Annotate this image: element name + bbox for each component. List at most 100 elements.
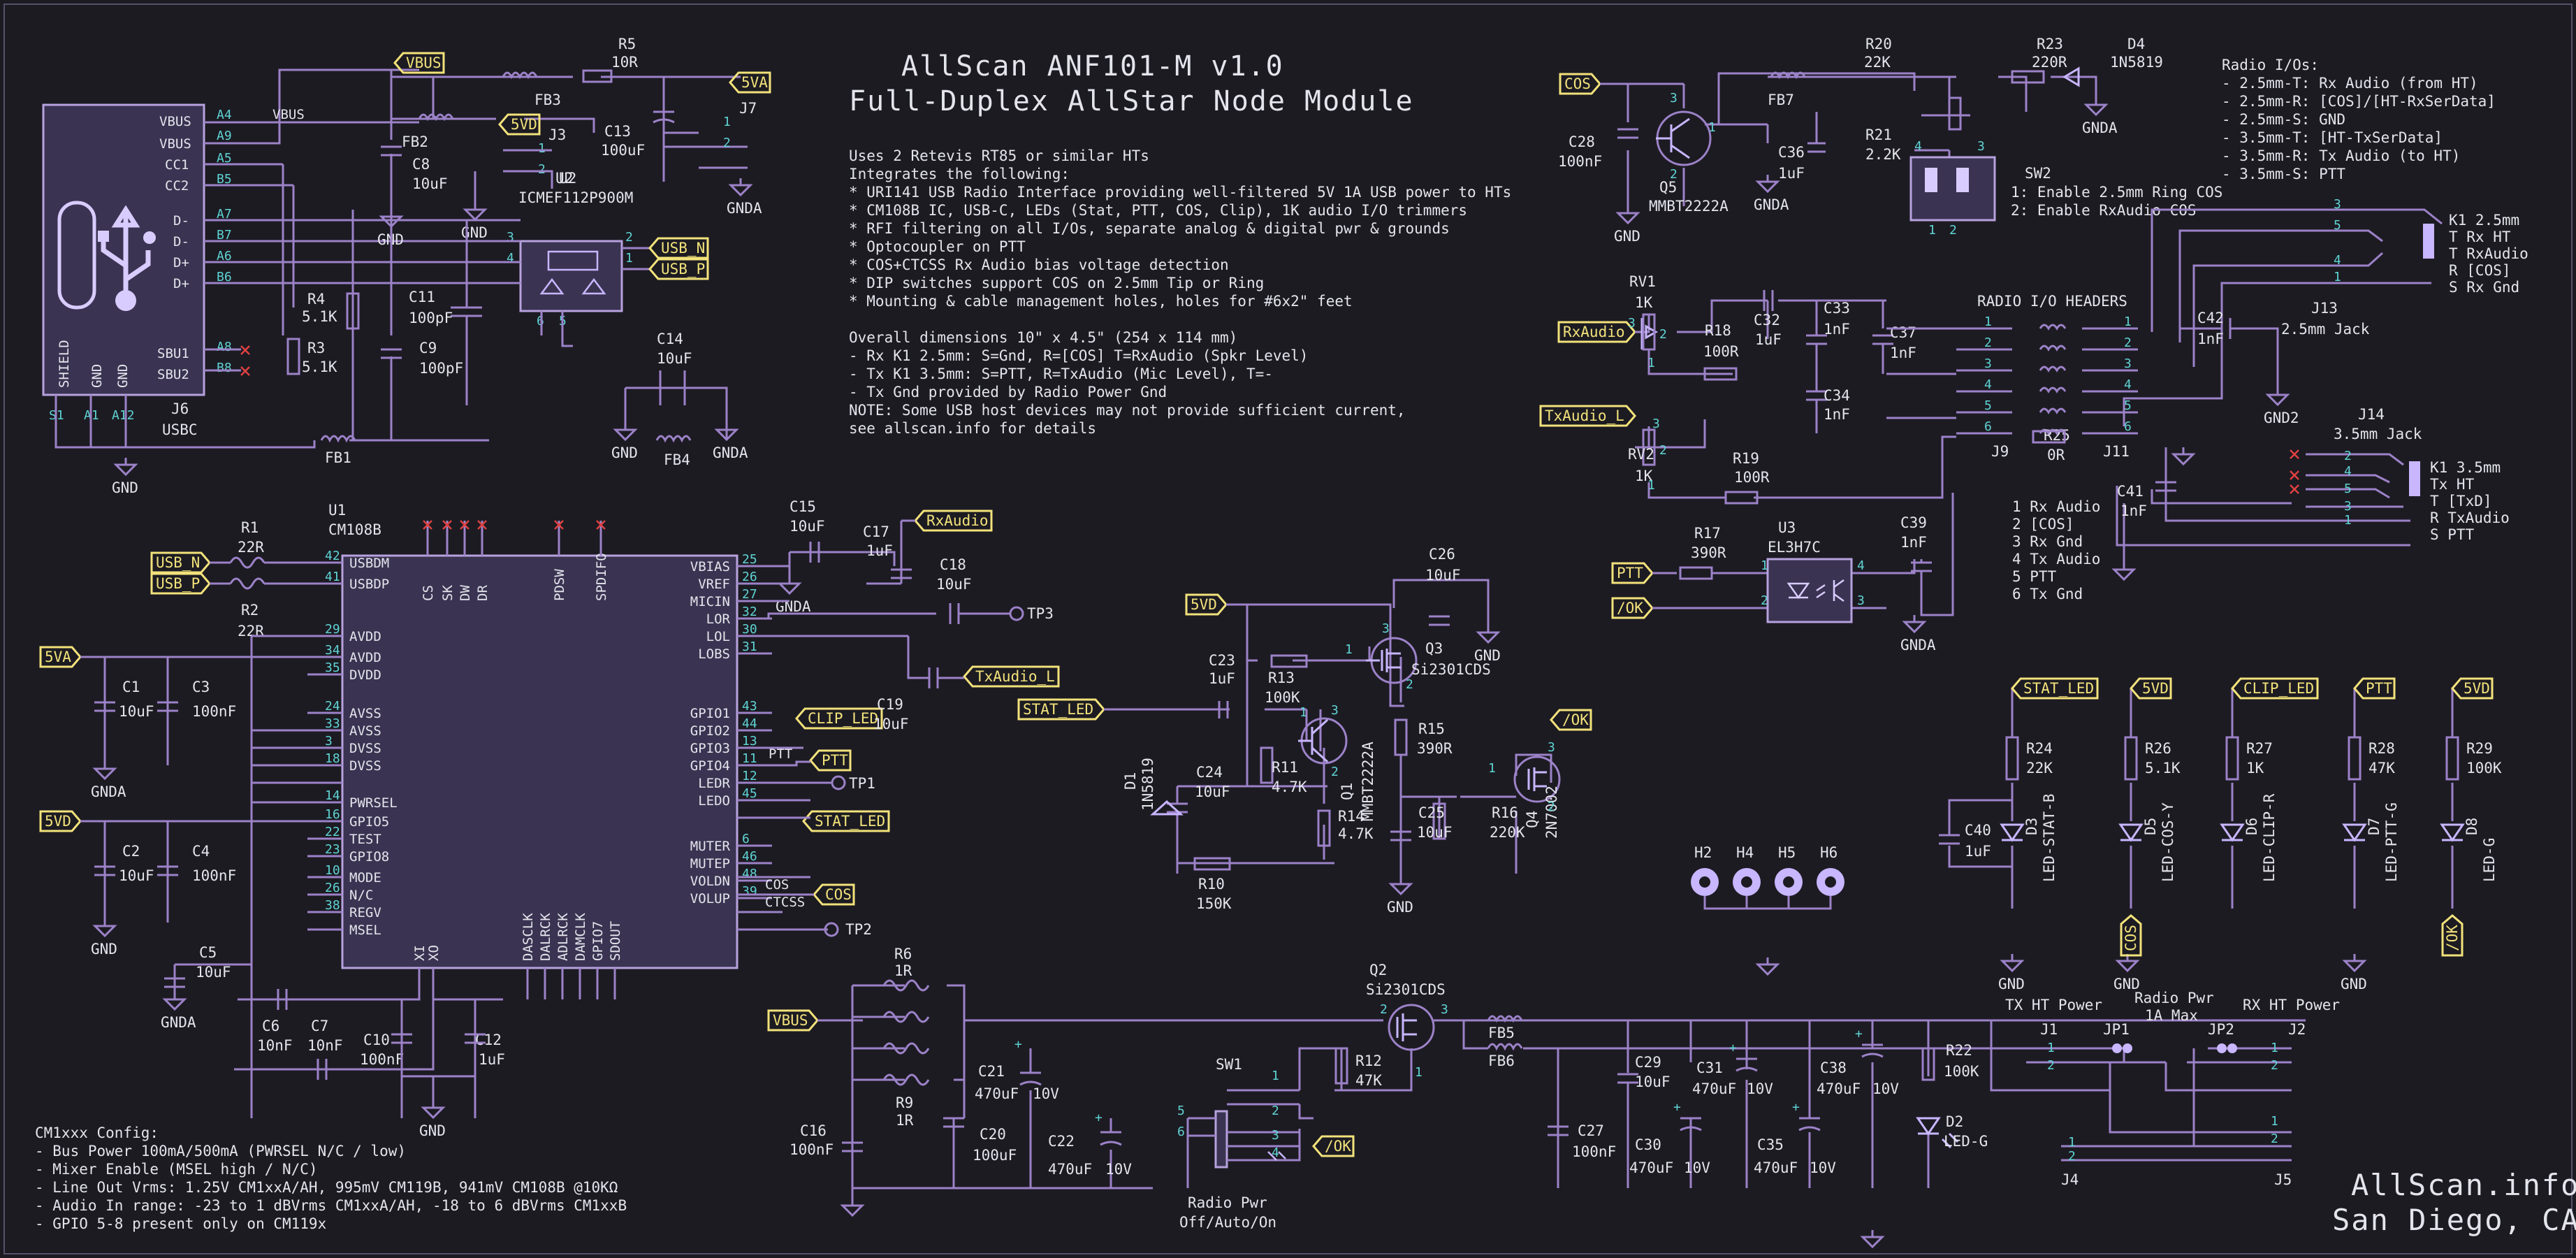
u1-pin-label: VREF (698, 577, 730, 592)
net-label-text: USB_P (661, 261, 705, 277)
svg-text:MMBT2222A: MMBT2222A (1360, 742, 1376, 821)
svg-text:C8: C8 (412, 156, 430, 173)
svg-text:GND: GND (1387, 899, 1413, 916)
svg-text:C29: C29 (1635, 1054, 1661, 1071)
net-label-v5d: 5VD (39, 810, 82, 832)
u1-pin-label: LEDR (698, 776, 730, 791)
svg-text:1: 1 (1345, 642, 1353, 657)
c14-fb4: C14 10uF FB4 FB1 (320, 331, 728, 468)
svg-text:2: 2 (1670, 167, 1678, 182)
jack-3p5-legend: T [TxD] (2430, 493, 2492, 509)
svg-text:31: 31 (742, 639, 757, 654)
svg-text:100nF: 100nF (1572, 1143, 1616, 1160)
svg-text:2: 2 (1949, 223, 1957, 238)
u1-pin-label: VOLDN (690, 874, 730, 889)
net-label-text: USB_N (156, 554, 200, 571)
svg-text:GND2: GND2 (2264, 410, 2299, 426)
svg-text:B6: B6 (217, 270, 232, 284)
svg-text:100uF: 100uF (601, 142, 645, 159)
svg-text:FB2: FB2 (402, 133, 428, 150)
svg-text:+: + (1729, 1041, 1737, 1055)
svg-text:R20: R20 (1865, 36, 1892, 52)
net-label-v5d: 5VD (498, 113, 541, 136)
description-line: Uses 2 Retevis RT85 or similar HTs (849, 147, 1149, 164)
svg-text:R25: R25 (2044, 427, 2070, 444)
svg-text:23: 23 (325, 842, 340, 857)
svg-text:/OK: /OK (2444, 925, 2461, 951)
net-label-v5d: 5VD (2451, 677, 2494, 700)
hole-ref: H4 (1736, 844, 1754, 861)
net-label-rxaudio: RxAudio (1557, 321, 1636, 343)
svg-text:+: + (1014, 1037, 1022, 1052)
u1-pin-label: DVDD (349, 667, 381, 683)
jack-2p5-legend: R [COS] (2449, 262, 2511, 279)
svg-text:1uF: 1uF (1778, 165, 1805, 182)
svg-text:29: 29 (325, 622, 340, 637)
svg-text:U2: U2 (559, 170, 576, 187)
svg-text:TX HT Power: TX HT Power (2005, 997, 2102, 1013)
svg-text:1: 1 (2068, 1135, 2076, 1150)
svg-text:GND: GND (1998, 976, 2025, 992)
u1-pin-label: XI (412, 945, 428, 961)
svg-text:2: 2 (1380, 1002, 1388, 1017)
svg-text:2: 2 (1761, 593, 1768, 608)
svg-text:22: 22 (325, 825, 340, 839)
svg-text:A8: A8 (217, 340, 232, 354)
svg-text:1: 1 (538, 141, 546, 156)
ground-symbol: GND (2113, 954, 2140, 992)
description-line: Overall dimensions 10" x 4.5" (254 x 114… (849, 329, 1237, 346)
svg-text:470uF: 470uF (1817, 1080, 1861, 1097)
net-label-text: PTT (1617, 565, 1643, 581)
net-label-v5d: 5VD (2130, 677, 2172, 700)
description-line: * Optocoupler on PTT (849, 238, 1026, 255)
net-label-vbus: VBUS (767, 1009, 819, 1032)
svg-text:100nF: 100nF (360, 1051, 404, 1068)
svg-text:1nF: 1nF (1824, 321, 1850, 338)
svg-text:Si2301CDS: Si2301CDS (1411, 661, 1491, 678)
svg-text:RV2: RV2 (1628, 446, 1654, 463)
svg-text:C3: C3 (192, 679, 210, 695)
net-label-ok: /OK (1611, 597, 1654, 619)
svg-text:J13: J13 (2311, 300, 2338, 317)
u1-pin-label: USBDP (349, 577, 389, 592)
svg-text:100pF: 100pF (409, 310, 453, 326)
svg-text:+: + (1673, 1100, 1681, 1115)
svg-text:FB6: FB6 (1488, 1053, 1515, 1069)
net-label-text: /OK (1562, 711, 1589, 728)
svg-text:5: 5 (2344, 482, 2352, 496)
net-label-text: 5VA (45, 649, 71, 665)
svg-text:22K: 22K (1864, 54, 1891, 71)
svg-text:1: 1 (2124, 314, 2132, 329)
svg-text:VBUS: VBUS (159, 114, 191, 129)
resistor-ref: R28 (2368, 740, 2395, 757)
resistor-ref: R27 (2246, 740, 2273, 757)
svg-text:34: 34 (325, 643, 340, 658)
cm1xxx-config-line: - Bus Power 100mA/500mA (PWRSEL N/C / lo… (35, 1143, 406, 1159)
svg-text:100pF: 100pF (419, 360, 463, 377)
svg-text:GNDA: GNDA (91, 783, 126, 800)
ground-symbol: GND (1998, 954, 2025, 992)
svg-text:RADIO I/O HEADERS: RADIO I/O HEADERS (1977, 293, 2127, 310)
u1-pin-label: LOBS (698, 646, 730, 662)
jack-2p5-legend: T RxAudio (2449, 245, 2528, 262)
u1-pin-label: DVSS (349, 741, 381, 756)
svg-text:R2: R2 (241, 602, 259, 619)
svg-text:100K: 100K (1944, 1063, 1979, 1080)
u1-pin-label: PWRSEL (349, 795, 398, 811)
radio-io-line: Radio I/Os: (2222, 57, 2319, 73)
svg-text:2: 2 (2344, 449, 2352, 463)
net-label-usb_n: USB_N (150, 551, 211, 574)
svg-text:10nF: 10nF (257, 1037, 293, 1054)
description-line: - Tx K1 3.5mm: S=PTT, R=TxAudio (Mic Lev… (849, 366, 1273, 382)
net-label-v5a: 5VA (39, 646, 82, 668)
u1-pin-label: DW (458, 585, 473, 601)
net-label-rxaudio: RxAudio (914, 509, 993, 532)
svg-text:GND: GND (91, 941, 117, 957)
u1-pin-label: SK (440, 585, 456, 601)
svg-text:C22: C22 (1048, 1133, 1075, 1150)
net-label-text: TxAudio_L (975, 668, 1055, 685)
svg-text:5VD: 5VD (2464, 680, 2490, 697)
